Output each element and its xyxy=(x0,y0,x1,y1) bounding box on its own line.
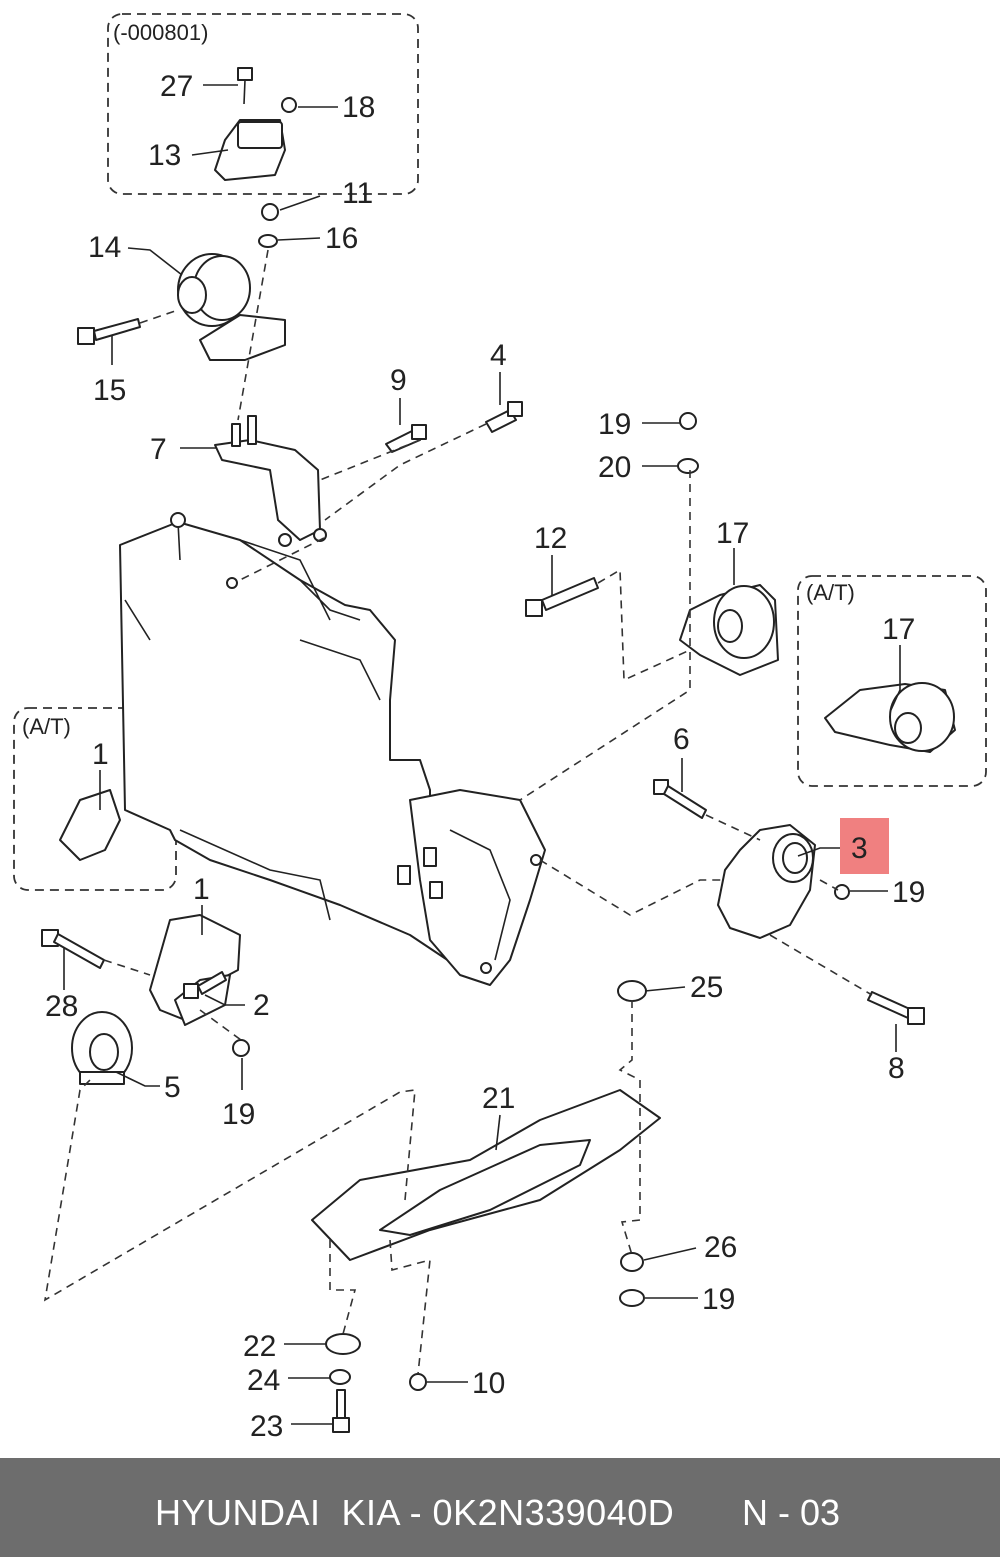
part-18-nut xyxy=(281,97,297,113)
callout-19-bottom: 19 xyxy=(702,1283,735,1316)
leader-lines xyxy=(63,84,901,1425)
callout-25: 25 xyxy=(690,971,723,1004)
callout-6: 6 xyxy=(673,723,690,756)
callout-1-at: 1 xyxy=(92,738,109,771)
callout-18: 18 xyxy=(342,91,375,124)
transaxle xyxy=(409,789,546,986)
callout-23: 23 xyxy=(250,1410,283,1443)
part-4-bolt xyxy=(485,401,523,433)
part-2-bolt xyxy=(183,971,227,999)
part-20-washer xyxy=(677,458,699,474)
callout-20: 20 xyxy=(598,451,631,484)
variant-box-top xyxy=(107,13,419,195)
callout-3: 3 xyxy=(851,832,868,865)
part-3-mount xyxy=(717,824,816,939)
callout-10: 10 xyxy=(472,1367,505,1400)
callout-26: 26 xyxy=(704,1231,737,1264)
part-1-bracket xyxy=(149,914,241,1026)
part-9-bolt xyxy=(385,424,427,453)
part-8-bolt xyxy=(867,991,925,1025)
callout-9: 9 xyxy=(390,364,407,397)
callout-19-right: 19 xyxy=(892,876,925,909)
callout-7: 7 xyxy=(150,433,167,466)
callout-12: 12 xyxy=(534,522,567,555)
part-19-washer-bottom xyxy=(619,1289,645,1307)
footer-part-number: HYUNDAI KIA - 0K2N339040D xyxy=(155,1492,675,1533)
part-16-washer xyxy=(258,234,278,248)
part-19-nut-top xyxy=(679,412,697,430)
callout-2: 2 xyxy=(253,989,270,1022)
callout-14: 14 xyxy=(88,231,121,264)
callout-16: 16 xyxy=(325,222,358,255)
connection-lines xyxy=(43,249,873,1375)
callout-13: 13 xyxy=(148,139,181,172)
part-24-washer xyxy=(329,1369,351,1385)
callout-28: 28 xyxy=(45,990,78,1023)
part-21-crossmember xyxy=(311,1089,661,1261)
part-1-bracket-at xyxy=(59,789,121,861)
part-15-bolt xyxy=(77,318,141,345)
callout-19-top: 19 xyxy=(598,408,631,441)
part-5-mount xyxy=(71,1011,133,1085)
variant-box-right xyxy=(797,575,987,787)
engine-mount-diagram: (-000801) (A/T) (A/T) 27 18 13 11 16 14 … xyxy=(13,13,987,1443)
part-12-bolt xyxy=(525,577,599,617)
highlight-box xyxy=(840,818,889,874)
callout-21: 21 xyxy=(482,1082,515,1115)
part-19-nut-right xyxy=(834,884,850,900)
callout-19-left: 19 xyxy=(222,1098,255,1131)
variant-caption-left: (A/T) xyxy=(22,714,71,739)
variant-caption-right: (A/T) xyxy=(806,580,855,605)
part-23-bolt xyxy=(332,1389,350,1433)
callout-11: 11 xyxy=(342,177,373,210)
callout-27: 27 xyxy=(160,70,193,103)
part-28-bolt xyxy=(41,929,105,969)
callout-1: 1 xyxy=(193,873,210,906)
part-22-bushing xyxy=(325,1333,361,1355)
part-14-engine-mount xyxy=(177,253,286,361)
part-17-mount-at xyxy=(824,682,956,753)
callout-5: 5 xyxy=(164,1071,181,1104)
part-13-bracket xyxy=(214,119,286,181)
footer-page-ref: N - 03 xyxy=(742,1492,841,1533)
part-25-bushing xyxy=(617,980,647,1002)
part-7-bracket xyxy=(214,415,327,547)
studs xyxy=(397,847,443,899)
part-17-mount xyxy=(679,584,779,676)
callout-17: 17 xyxy=(716,517,749,550)
part-11-nut xyxy=(261,203,279,221)
part-19-nut-left xyxy=(232,1039,250,1057)
footer-bar: HYUNDAI KIA - 0K2N339040D N - 03 xyxy=(0,1458,1000,1557)
part-26-nut xyxy=(620,1252,644,1272)
part-10-nut xyxy=(409,1373,427,1391)
part-6-bolt xyxy=(653,779,707,819)
variant-caption-top: (-000801) xyxy=(113,20,208,45)
part-27-bolt xyxy=(237,67,253,105)
callout-17-at: 17 xyxy=(882,613,915,646)
callout-22: 22 xyxy=(243,1330,276,1363)
callout-4: 4 xyxy=(490,339,507,372)
callout-24: 24 xyxy=(247,1364,280,1397)
callout-8: 8 xyxy=(888,1052,905,1085)
callout-15: 15 xyxy=(93,374,126,407)
